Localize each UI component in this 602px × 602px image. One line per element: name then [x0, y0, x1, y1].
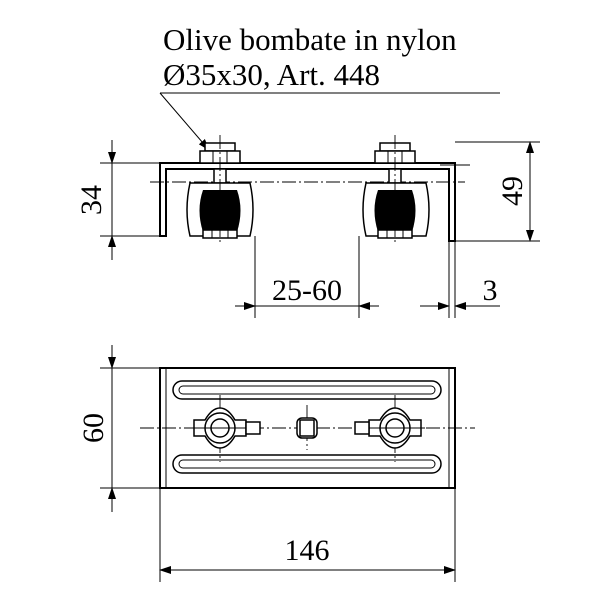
dimension-label-60: 60	[77, 413, 110, 443]
leader-line	[159, 92, 500, 151]
dimension-label-34: 34	[75, 185, 108, 215]
dimension-spacing: 25-60	[235, 236, 379, 318]
right-bolt-plan	[354, 407, 425, 449]
dimension-width-plate: 60	[77, 345, 160, 512]
dimension-height-side: 34	[75, 140, 160, 260]
plan-view	[140, 367, 475, 489]
dimension-label-49: 49	[496, 176, 529, 206]
dimension-height-right: 49	[455, 141, 540, 242]
slot-bottom	[172, 454, 442, 474]
center-slot-plan	[296, 417, 318, 439]
right-wheel-assembly	[362, 142, 430, 239]
dimension-length-plate: 146	[159, 488, 456, 582]
title-line-2: Ø35x30, Art. 448	[163, 57, 380, 92]
slot-top	[172, 380, 442, 400]
left-bolt-plan	[190, 407, 261, 449]
dimension-wall: 3	[420, 241, 500, 318]
title-line-1: Olive bombate in nylon	[163, 22, 457, 57]
dimension-label-3: 3	[483, 274, 498, 307]
side-view	[150, 135, 470, 245]
dimension-label-146: 146	[285, 534, 330, 567]
dimension-label-25-60: 25-60	[272, 274, 342, 307]
